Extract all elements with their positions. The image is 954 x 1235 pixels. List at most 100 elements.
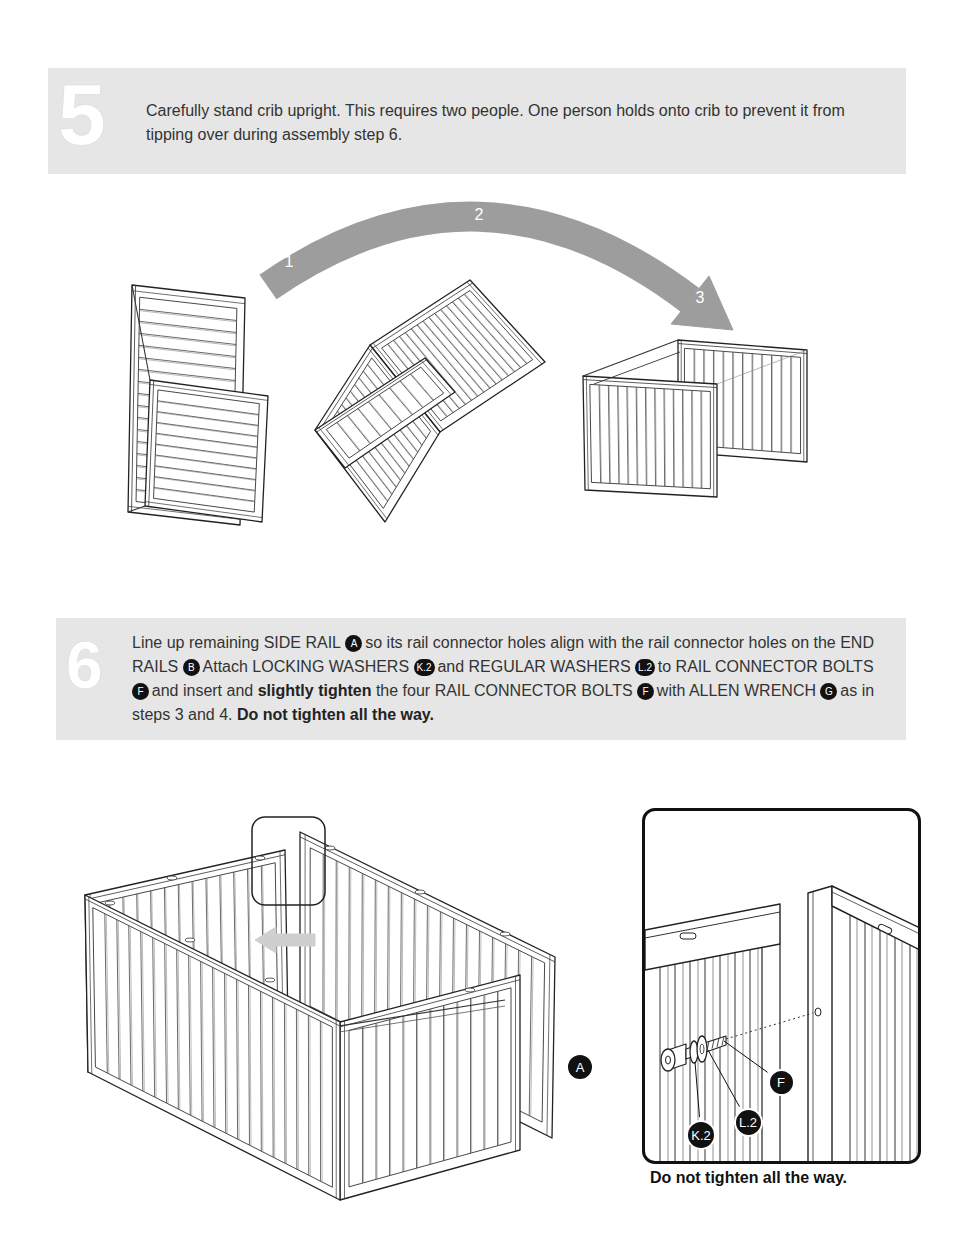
end-rail-post-edge	[515, 976, 516, 1151]
crib-end-panel-slat	[654, 388, 656, 486]
end-rail-slat	[404, 1016, 405, 1172]
turn-arrow-head	[671, 276, 733, 330]
regular-washer	[697, 1036, 707, 1062]
crib-end-panel-slat	[636, 387, 637, 485]
side-rail-slat	[166, 944, 168, 1104]
side-rail	[85, 895, 340, 1200]
callout-letter: A	[566, 1053, 594, 1081]
step-band: 6Line up remaining SIDE RAILAso its rail…	[56, 618, 906, 740]
crib-edge	[594, 352, 680, 384]
caution-caption: Do not tighten all the way.	[650, 1169, 847, 1187]
crib-panel-slat	[138, 369, 235, 380]
detail-view: Do not tighten all the way.FL.2K.2	[642, 808, 921, 1164]
bolt-thread	[722, 1036, 724, 1045]
side-rail-slat	[118, 920, 120, 1079]
end-rail-slat	[485, 995, 486, 1150]
side-rail-a-post-edge	[547, 955, 550, 1136]
crib-edge	[132, 285, 150, 380]
crib-side-panel-rail-edge	[678, 344, 807, 354]
crib-end-panel-slat	[154, 487, 255, 501]
post	[762, 944, 780, 1161]
crib-panel-slat	[435, 313, 496, 384]
crib-panel-slat	[139, 357, 236, 368]
side-rail-slat	[321, 1022, 322, 1182]
move-arrow	[255, 927, 315, 953]
crib-side-panel-slat	[772, 355, 773, 451]
detail-drawing	[645, 886, 918, 1161]
crib-panel-slat	[139, 359, 236, 370]
crib-edge	[717, 350, 807, 384]
crib-side-panel-slat	[723, 351, 724, 447]
crib-side-panel-slat	[781, 356, 782, 452]
side-rail-slat	[142, 932, 144, 1092]
slat	[917, 946, 918, 1161]
step-number: 6	[66, 632, 103, 698]
end-rail-slat	[417, 1012, 418, 1168]
slat	[872, 925, 873, 1161]
end-rail-slat	[390, 1019, 391, 1175]
crib-end-panel-slat	[154, 477, 255, 491]
crib-end-panel-post-edge	[319, 427, 349, 465]
crib-end-panel-frame	[154, 390, 260, 512]
end-rail	[340, 975, 520, 1200]
arrow-step-number: 1	[285, 254, 294, 270]
side-rail-slat	[284, 1003, 286, 1163]
bolt-mark	[255, 856, 265, 860]
side-rail-a-post-edge	[305, 835, 306, 1015]
crib-end-panel-slat	[380, 394, 403, 421]
instruction-text: and REGULAR WASHERS	[437, 658, 630, 675]
crib-end-panel-slat	[683, 390, 684, 487]
end-rail-slat	[430, 1009, 431, 1164]
slat	[895, 936, 896, 1161]
crib-end-panel-slat	[673, 389, 675, 486]
side-rail-a-slat	[361, 873, 363, 1032]
crib-side-panel-slat	[790, 357, 791, 453]
part-callout: L.2	[635, 659, 655, 676]
instruction-text: Carefully stand crib upright. This requi…	[146, 102, 845, 143]
crib-end-panel-slat	[664, 389, 666, 487]
callout-letter: K.2	[686, 1120, 716, 1150]
crib-end-panel-slat	[411, 374, 434, 400]
instruction-text: the four RAIL CONNECTOR BOLTS	[376, 682, 633, 699]
part-callout: F	[132, 683, 149, 700]
side-rail-slat	[248, 985, 250, 1145]
instruction-text: and insert and	[152, 682, 253, 699]
part-callout: G	[820, 683, 837, 700]
crib-panel-slat	[139, 321, 236, 332]
crib-panel-slat	[458, 298, 520, 368]
instruction-text: Line up remaining SIDE RAIL	[132, 634, 341, 651]
crib-side-panel-slat	[742, 353, 743, 449]
top-rail	[832, 886, 918, 950]
step5-figures	[128, 217, 807, 525]
end-rail-slat	[377, 1023, 378, 1179]
step6-figure	[85, 817, 555, 1200]
crib-end-panel-slat	[609, 386, 610, 484]
side-rail-post-edge	[89, 897, 92, 1074]
crib-panel-slat	[435, 314, 496, 385]
crib-panel-slat	[139, 323, 236, 334]
slat	[880, 929, 881, 1161]
side-rail-slat	[130, 926, 132, 1085]
crib-panel-slat	[464, 294, 527, 363]
callout-text: A	[576, 1060, 585, 1075]
crib-panel-post-edge	[132, 291, 245, 304]
slat	[660, 967, 661, 1161]
arrow-step-number: 3	[696, 290, 705, 306]
end-rail-slat	[497, 991, 498, 1145]
crib-end-panel-slat	[701, 391, 702, 488]
top-rail-edge	[832, 892, 918, 934]
crib-side-panel-slat	[761, 354, 762, 450]
side-rail-frame	[93, 908, 333, 1188]
bolt-mark	[415, 890, 425, 894]
crib-end-panel-slat	[157, 401, 258, 415]
top-rail	[645, 904, 780, 970]
crib-end-panel-post-edge	[713, 384, 714, 497]
crib-end-panel-slat	[608, 385, 609, 483]
side-rail-slat	[296, 1009, 297, 1169]
crib-end-panel-slat	[154, 488, 255, 502]
crib-end-panel-post-edge	[150, 384, 268, 400]
crib-panel-slat	[446, 306, 508, 376]
crib-side-panel-post-edge	[803, 350, 804, 462]
end-rail-slat	[470, 998, 471, 1153]
end-rail-post-edge	[344, 1021, 345, 1199]
